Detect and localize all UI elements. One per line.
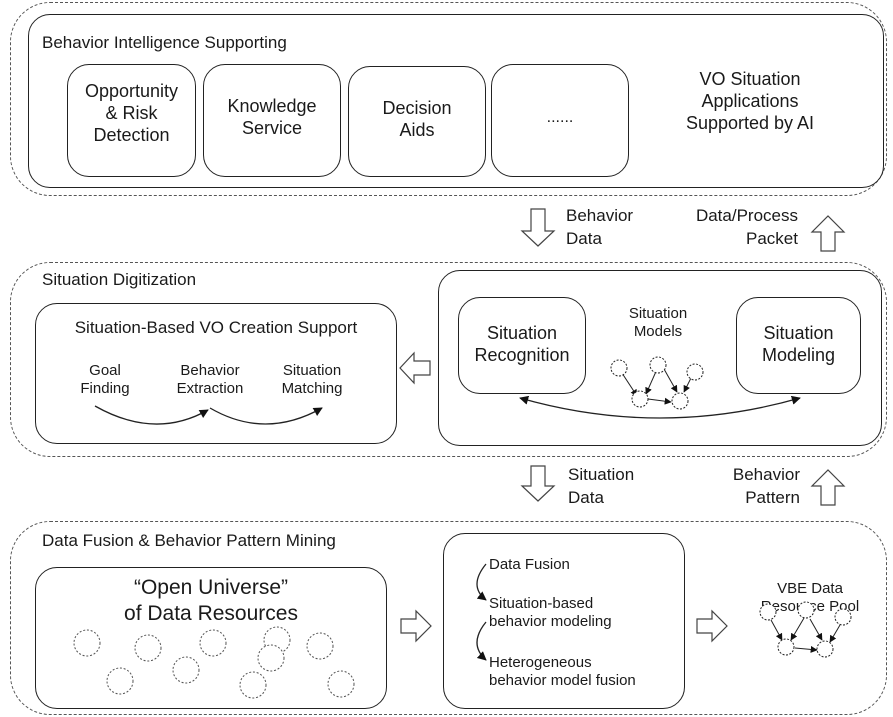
vo-creation-support-title: Situation-Based VO Creation Support [74, 318, 358, 337]
recognition-modeling-link [519, 395, 801, 419]
knowledge-service-box [203, 64, 341, 177]
situation-recognition-label: Situation Recognition [474, 323, 570, 365]
up-arrow-icon [810, 469, 846, 506]
vo-creation-support-box [35, 303, 397, 444]
behavior-intelligence-title: Behavior Intelligence Supporting [42, 33, 287, 52]
data-fusion-mining-title: Data Fusion & Behavior Pattern Mining [42, 531, 336, 550]
vo-applications-label: VO Situation Applications Supported by A… [685, 69, 815, 133]
more-services-label: ...... [546, 109, 574, 126]
goal-to-extraction-arrow [94, 405, 209, 425]
situation-recognition-box [458, 297, 586, 394]
resource-pool-graph-icon [759, 601, 852, 658]
situation-data-label: Situation Data [568, 465, 635, 507]
fusion-process-box [443, 533, 685, 709]
situation-digitization-title: Situation Digitization [42, 270, 197, 289]
open-universe-label: “Open Universe” of Data Resources [124, 576, 298, 625]
data-fusion-step-label: Data Fusion [489, 556, 570, 573]
data-resource-circles [73, 626, 355, 699]
goal-finding-label: Goal Finding [80, 362, 130, 398]
right-arrow-icon [696, 609, 728, 643]
more-services-box [491, 64, 629, 177]
situation-behavior-modeling-step-label: Situation-based behavior modeling [489, 595, 612, 631]
situation-matching-label: Situation Matching [281, 362, 343, 398]
situation-modeling-label: Situation Modeling [761, 323, 836, 365]
behavior-extraction-label: Behavior Extraction [176, 362, 244, 398]
behavior-pattern-label: Behavior Pattern [732, 465, 800, 507]
knowledge-service-label: Knowledge Service [227, 96, 317, 138]
extraction-to-matching-arrow [209, 407, 323, 425]
decision-aids-box [348, 66, 486, 177]
situation-models-graph-icon [610, 356, 704, 410]
up-arrow-icon [810, 215, 846, 252]
behavior-intelligence-layer [10, 2, 887, 196]
data-fusion-mining-layer [10, 521, 887, 715]
heterogeneous-fusion-step-label: Heterogeneous behavior model fusion [489, 654, 636, 690]
right-arrow-icon [400, 609, 432, 643]
behavior-data-label: Behavior Data [566, 206, 634, 248]
decision-aids-label: Decision Aids [382, 98, 452, 140]
left-arrow-icon [399, 351, 431, 385]
modeling-to-heterogeneous-arrow [476, 621, 487, 661]
down-arrow-icon [520, 208, 556, 247]
data-process-packet-label: Data/Process Packet [695, 206, 798, 248]
situation-modeling-box [736, 297, 861, 394]
situation-digitization-layer [10, 262, 887, 457]
opportunity-risk-box [67, 64, 196, 177]
situation-models-label: Situation Models [628, 305, 688, 341]
down-arrow-icon [520, 465, 556, 502]
opportunity-risk-label: Opportunity & Risk Detection [84, 81, 179, 145]
fusion-to-modeling-arrow [476, 563, 487, 601]
